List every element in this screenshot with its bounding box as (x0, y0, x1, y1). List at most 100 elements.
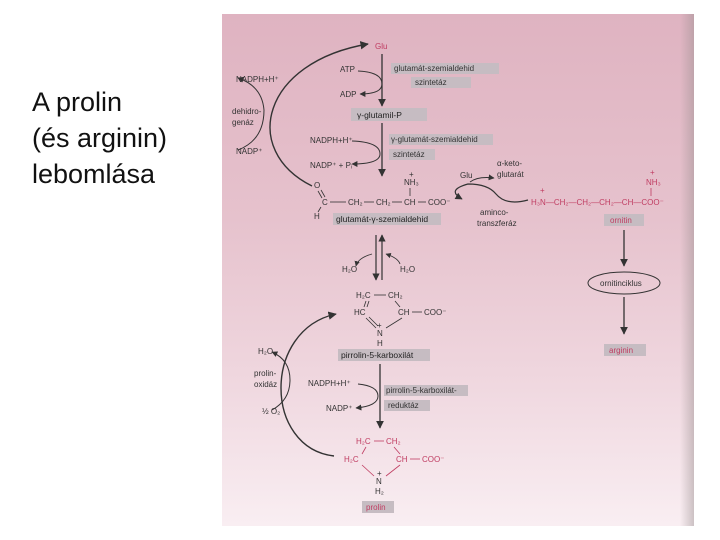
glutamyl-p-label: γ-glutamil-P (357, 110, 402, 120)
arrow-nadph-nadp-step2 (351, 140, 381, 167)
ketoglutarate-line2: glutarát (497, 170, 524, 179)
p5c-ch: CH (398, 308, 410, 317)
semialdehyde-coo: COO⁻ (428, 198, 450, 207)
ornithine-box (604, 214, 644, 226)
arginine-label: arginin (609, 346, 633, 355)
title-line-1: A prolin (32, 87, 123, 117)
ornithine-formula: H₃N—CH₂—CH₂—CH₂—CH—COO⁻ (531, 198, 664, 207)
proline-h2c-top: H₂C (356, 437, 371, 446)
oxidase-h2o: H₂O (258, 347, 273, 356)
enzyme-step2-line1: γ-glutamát-szemialdehid (391, 135, 478, 144)
p5c-plus: + (377, 321, 382, 330)
p5c-n: N (377, 329, 383, 338)
arrow-dehydrogenase-cycle (269, 41, 369, 187)
semialdehyde-nh3: NH₃ (404, 178, 419, 187)
aminotransferase-line1: aminco- (480, 208, 509, 217)
bond-c-h (317, 206, 322, 213)
p5c-h: H (377, 339, 383, 348)
enzyme-step1-line2: szintetáz (415, 78, 447, 87)
bond-p5c-left-2 (366, 300, 370, 308)
ornithine-label: ornitin (610, 216, 632, 225)
nadp-left-label: NADP⁺ (236, 147, 262, 156)
semialdehyde-label: glutamát-γ-szemialdehid (336, 214, 428, 224)
semialdehyde-c: C (322, 198, 328, 207)
p5c-label: pirrolin-5-karboxilát (341, 350, 414, 360)
transam-glu: Glu (460, 171, 472, 180)
arrow-nadph-nadp-step3 (355, 383, 379, 411)
enzyme-box-step2-line1 (389, 134, 493, 145)
p5c-ch2: CH₂ (388, 291, 403, 300)
enzyme-box-step2-line2 (389, 149, 435, 160)
semialdehyde-ch2a: CH₂ (348, 198, 363, 207)
dehydrogenase-line2: genáz (232, 118, 254, 127)
slide-title: A prolin (és arginin) lebomlása (32, 84, 222, 192)
bond-p5c-left-1 (363, 300, 367, 308)
proline-box (362, 501, 394, 513)
ornithine-n-plus: + (540, 186, 545, 195)
oxidase-half-o2: ½ O₂ (262, 407, 280, 416)
bond-p5c-n-right (385, 317, 403, 329)
arrow-aminotransferase (454, 183, 529, 203)
reductase-line2: reduktáz (388, 401, 419, 410)
arrow-proline-oxidase (280, 311, 337, 457)
atp-label: ATP (340, 65, 355, 74)
proline-h2c-bottom: H₂C (344, 455, 359, 464)
arrow-atp-adp (357, 70, 383, 97)
arrow-glu-ketoglutarate (469, 174, 495, 183)
nadph-step2-label: NADPH+H⁺ (310, 136, 353, 145)
bond-c-o-2 (320, 189, 326, 198)
proline-n: N (376, 477, 382, 486)
proline-plus: + (377, 469, 382, 478)
semialdehyde-plus: + (409, 170, 414, 179)
water-right: H₂O (400, 265, 415, 274)
enzyme-box-step1-line1 (391, 63, 499, 74)
bond-p5c-n-left-1 (365, 317, 377, 329)
proline-h2: H₂ (375, 487, 384, 496)
semialdehyde-h: H (314, 212, 320, 221)
title-line-3: lebomlása (32, 159, 156, 189)
ornithine-plus: + (650, 168, 655, 177)
adp-label: ADP (340, 90, 356, 99)
bond-p5c-right (394, 300, 401, 308)
aminotransferase-line2: transzferáz (477, 219, 517, 228)
arrow-water-left (354, 253, 373, 267)
arrow-water-oxygen (271, 351, 291, 411)
ornithine-nh3: NH₃ (646, 178, 661, 187)
proline-label: prolin (366, 503, 386, 512)
bond-proline-right (393, 446, 401, 455)
reductase-box-line2 (384, 400, 430, 411)
bond-p5c-n-left-2 (368, 316, 379, 327)
bond-proline-left (361, 446, 367, 455)
dehydrogenase-line1: dehidro- (232, 107, 262, 116)
nadph-left-label: NADPH+H⁺ (236, 75, 279, 84)
reductase-box-line1 (384, 385, 468, 396)
semialdehyde-ch: CH (404, 198, 416, 207)
reductase-line1: pirrolin-5-karboxilát- (386, 386, 457, 395)
ornithine-cycle-ellipse (587, 271, 661, 295)
semialdehyde-o: O (314, 181, 320, 190)
ketoglutarate-line1: α-keto- (497, 159, 522, 168)
enzyme-step2-line2: szintetáz (393, 150, 425, 159)
p5c-hc: HC (354, 308, 366, 317)
bond-proline-n-left (361, 464, 375, 477)
arginine-box (604, 344, 646, 356)
nadp-pi-label: NADP⁺ + Pᵢ (310, 161, 352, 170)
water-left: H₂O (342, 265, 357, 274)
p5c-h2c: H₂C (356, 291, 371, 300)
semialdehyde-ch2b: CH₂ (376, 198, 391, 207)
proline-ch: CH (396, 455, 408, 464)
enzyme-box-step1-line2 (411, 77, 471, 88)
arrow-nadph-nadp-left (237, 76, 265, 151)
bond-proline-n-right (385, 464, 401, 477)
bond-c-o-1 (317, 190, 323, 199)
oxidase-line1: prolin- (254, 369, 277, 378)
semialdehyde-box (333, 213, 441, 225)
p5c-box (338, 349, 430, 361)
page-gutter-shadow (680, 14, 694, 526)
ornithine-cycle-label: ornitinciklus (600, 279, 642, 288)
proline-coo: COO⁻ (422, 455, 444, 464)
glu-label: Glu (375, 42, 387, 51)
oxidase-line2: oxidáz (254, 380, 277, 389)
nadp-step3-label: NADP⁺ (326, 404, 352, 413)
